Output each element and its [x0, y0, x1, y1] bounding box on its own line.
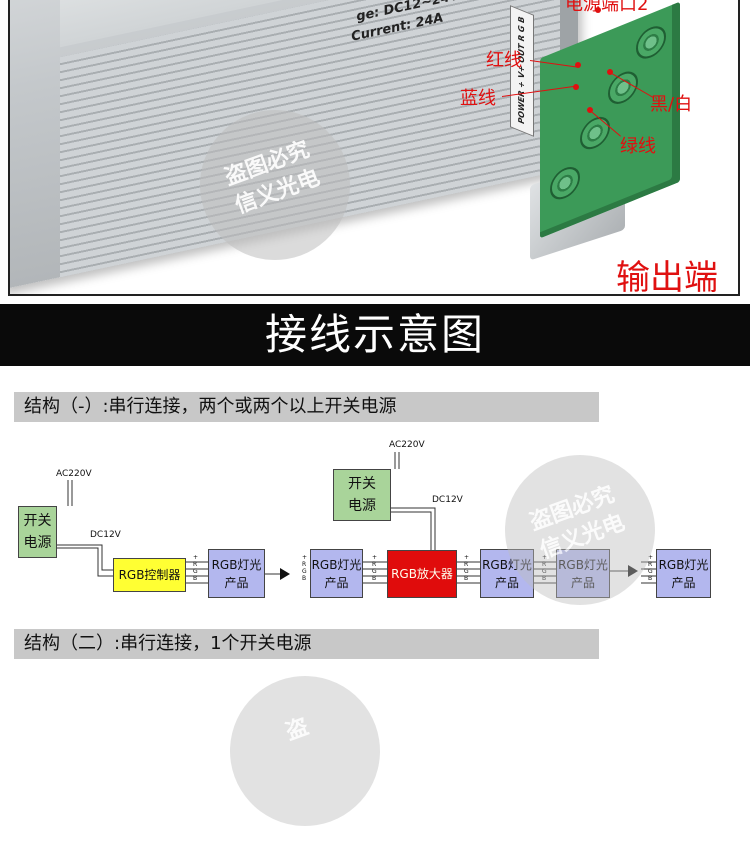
ac220v-label-mid: AC220V — [389, 440, 425, 450]
rgb-light-product-3: RGB灯光产品 — [480, 549, 534, 598]
section-2-header: 结构（二）:串行连接，1个开关电源 — [14, 629, 599, 659]
product-photo: ge: DC12~24V Current: 24A POWER + V+ OUT… — [8, 0, 740, 296]
label-output-end: 输出端 — [616, 258, 718, 296]
ac220v-label-left: AC220V — [56, 469, 92, 479]
label-red-wire: 红线 — [486, 50, 522, 71]
section-1-header: 结构（-）:串行连接，两个或两个以上开关电源 — [14, 392, 599, 422]
rgb-light-product-5: RGB灯光产品 — [656, 549, 711, 598]
rgb-light-product-2: RGB灯光产品 — [310, 549, 363, 598]
dc12v-label-mid: DC12V — [432, 495, 463, 505]
wiring-lines — [57, 452, 656, 584]
label-green-wire: 绿线 — [620, 136, 656, 157]
label-blue-wire: 蓝线 — [460, 88, 496, 109]
rgb-amplifier-box: RGB放大器 — [387, 550, 457, 598]
switch-power-supply-left: 开关电源 — [18, 506, 57, 558]
rgb-light-product-1: RGB灯光产品 — [208, 549, 265, 598]
switch-power-supply-mid: 开关电源 — [333, 469, 391, 521]
dc12v-label-left: DC12V — [90, 530, 121, 540]
pins-product-4-in: +RGB — [542, 554, 547, 582]
rgb-controller-box: RGB控制器 — [113, 558, 186, 592]
label-black-white-wire: 黑/白 — [650, 94, 693, 115]
wiring-diagram-banner: 接线示意图 — [0, 304, 750, 366]
label-power-port-2: 电源端口2 — [565, 0, 649, 15]
